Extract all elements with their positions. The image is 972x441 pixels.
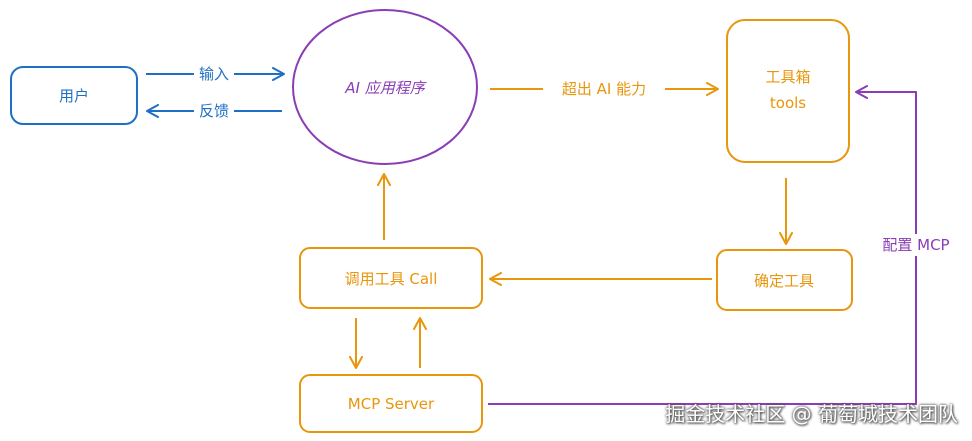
user-label: 用户	[59, 87, 89, 105]
call-tool-node: 调用工具 Call	[299, 247, 483, 309]
mcp-server-node: MCP Server	[299, 374, 483, 433]
watermark: 掘金技术社区 @ 葡萄城技术团队	[665, 402, 958, 426]
call-tool-label: 调用工具 Call	[345, 270, 438, 288]
input-arrow: 输入	[146, 64, 285, 84]
ai-app-node: AI 应用程序	[292, 9, 478, 165]
tools-label-line2: tools	[770, 94, 806, 112]
config-mcp-label: 配置 MCP	[882, 236, 949, 254]
beyond-ai-arrow: 超出 AI 能力	[490, 78, 719, 100]
feedback-arrow: 反馈	[146, 101, 282, 121]
input-label: 输入	[199, 65, 229, 83]
confirm-tool-label: 确定工具	[754, 272, 814, 290]
mcp-server-label: MCP Server	[348, 395, 435, 413]
beyond-ai-label: 超出 AI 能力	[562, 80, 646, 98]
ai-app-label: AI 应用程序	[344, 79, 426, 97]
user-node: 用户	[10, 66, 138, 125]
confirm-tool-node: 确定工具	[716, 249, 853, 311]
config-mcp-arrow: 配置 MCP	[488, 85, 966, 405]
tools-label-line1: 工具箱	[765, 68, 810, 86]
tools-node: 工具箱 tools	[726, 19, 850, 163]
feedback-label: 反馈	[199, 102, 229, 120]
